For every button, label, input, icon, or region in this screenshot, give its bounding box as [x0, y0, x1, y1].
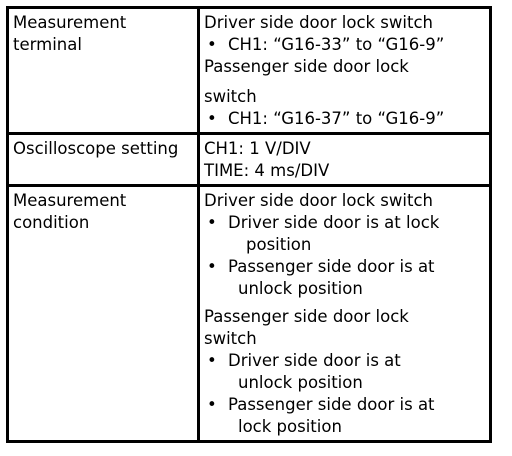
section-heading: Passenger side door lock [204, 57, 409, 76]
row-label-cont: condition [13, 213, 90, 232]
table-row-oscilloscope-setting: Oscilloscope setting CH1: 1 V/DIV TIME: … [6, 132, 492, 187]
list-item: • Passenger side door is at lock positio… [207, 395, 435, 436]
setting-line: CH1: 1 V/DIV [204, 139, 311, 158]
label-cell: Oscilloscope setting [6, 132, 200, 187]
bullet-list: • CH1: “G16-33” to “G16-9” [204, 34, 485, 56]
label-cell: Measurement terminal [6, 6, 200, 135]
section-heading: Driver side door lock switch [204, 13, 433, 32]
bullet-icon: • [207, 213, 217, 232]
section-heading: Driver side door lock switch [204, 191, 433, 210]
table-row-measurement-condition: Measurement condition Driver side door l… [6, 184, 492, 443]
bullet-icon: • [207, 351, 217, 370]
list-item: • CH1: “G16-37” to “G16-9” [207, 109, 445, 128]
bullet-list: • Driver side door is at unlock position… [204, 350, 485, 438]
table-row-measurement-terminal: Measurement terminal Driver side door lo… [6, 6, 492, 135]
section-heading: Passenger side door lock [204, 307, 409, 326]
label-cell: Measurement condition [6, 184, 200, 443]
section-heading-cont: switch [204, 87, 257, 106]
value-cell: Driver side door lock switch • CH1: “G16… [197, 6, 492, 135]
bullet-icon: • [207, 35, 217, 54]
setting-line: TIME: 4 ms/DIV [204, 161, 330, 180]
row-label: Oscilloscope setting [13, 139, 179, 158]
list-item: • CH1: “G16-33” to “G16-9” [207, 35, 445, 54]
row-label: Measurement terminal [13, 13, 127, 54]
bullet-list: • CH1: “G16-37” to “G16-9” [204, 108, 485, 130]
bullet-icon: • [207, 257, 217, 276]
list-item: • Passenger side door is at unlock posit… [207, 257, 435, 298]
row-label: Measurement [13, 191, 127, 210]
bullet-icon: • [207, 395, 217, 414]
value-cell: CH1: 1 V/DIV TIME: 4 ms/DIV [197, 132, 492, 187]
bullet-icon: • [207, 109, 217, 128]
section-heading-cont: switch [204, 329, 257, 348]
list-item: • Driver side door is at unlock position [207, 351, 401, 392]
value-cell: Driver side door lock switch • Driver si… [197, 184, 492, 443]
bullet-list: • Driver side door is at lock position •… [204, 212, 485, 300]
spec-table: Measurement terminal Driver side door lo… [6, 6, 492, 443]
list-item: • Driver side door is at lock position [207, 213, 440, 254]
